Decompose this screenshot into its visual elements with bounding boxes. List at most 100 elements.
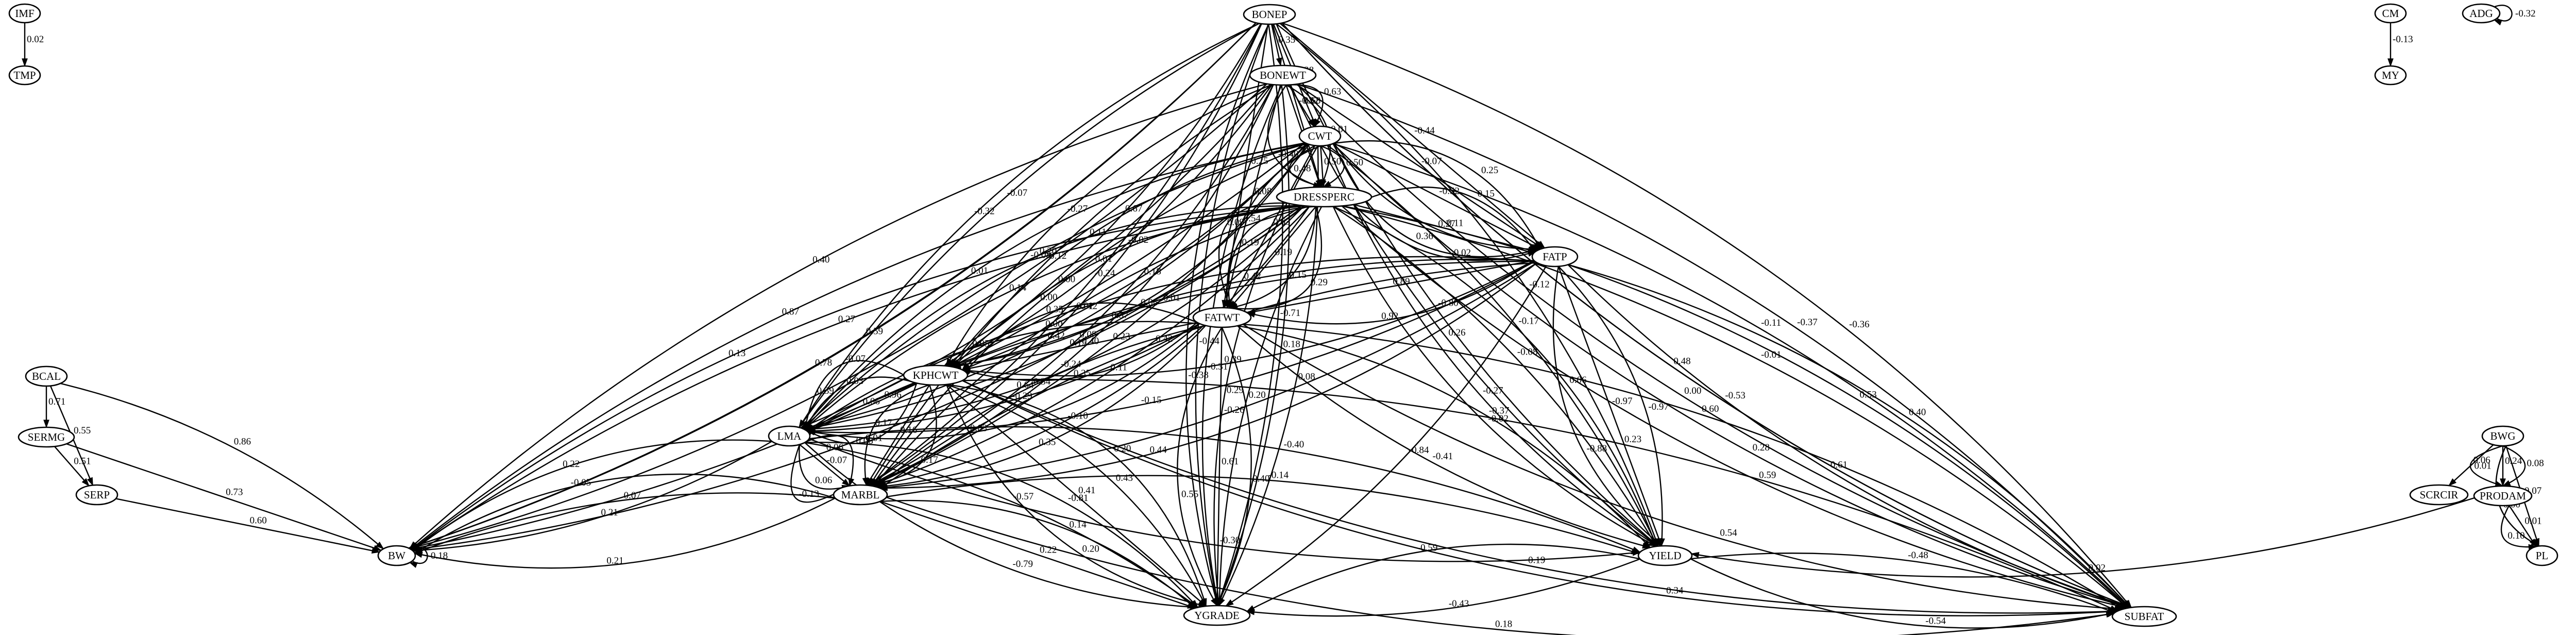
edge-line bbox=[60, 382, 384, 549]
edge-weight-label: 0.44 bbox=[1149, 444, 1167, 455]
node-label: BONEP bbox=[1252, 8, 1287, 21]
edge-weight-label: 0.00 bbox=[1684, 386, 1701, 396]
edge-weight-label: 0.54 bbox=[1720, 528, 1737, 539]
edge-weight-label: 0.60 bbox=[250, 515, 267, 526]
edge-weight-label: -0.07 bbox=[826, 455, 847, 466]
edge-line bbox=[879, 500, 1196, 609]
edge-weight-label: 0.03 bbox=[970, 423, 987, 434]
arrow-head bbox=[2387, 58, 2394, 67]
edge-weight-label: 0.39 bbox=[817, 386, 834, 396]
node-dressperc: DRESSPERC bbox=[1276, 186, 1372, 208]
edge-line bbox=[949, 143, 1308, 367]
edge-line bbox=[886, 475, 1639, 555]
edge-line bbox=[946, 383, 1207, 607]
edge-line bbox=[807, 323, 1200, 432]
node-subfat: SUBFAT bbox=[2111, 606, 2177, 627]
edge-weight-label: 0.18 bbox=[1144, 266, 1161, 277]
edge-weight-label: 0.01 bbox=[1163, 293, 1180, 304]
edge-weight-label: -0.71 bbox=[1280, 308, 1301, 319]
node-lma: LMA bbox=[768, 425, 811, 447]
edge-yield-ygrade: -0.59 bbox=[1246, 542, 1640, 612]
arrow-head bbox=[1659, 538, 1665, 547]
edge-weight-label: -0.54 bbox=[1925, 615, 1946, 626]
node-shape bbox=[1298, 125, 1342, 147]
edge-fatp-lma: -0.15 bbox=[807, 261, 1535, 435]
edge-fatp-subfat: 0.40 bbox=[1568, 264, 2131, 609]
edge-weight-label: -0.97 bbox=[1612, 396, 1633, 407]
edge-bonewt-bw: 0.40 bbox=[409, 83, 1267, 549]
edge-bwg-prodam: 0.08 bbox=[2502, 445, 2544, 487]
edge-weight-label: 0.24 bbox=[2505, 456, 2522, 466]
edge-line bbox=[1177, 327, 1223, 606]
edge-bcal-bw: 0.86 bbox=[60, 382, 384, 549]
edge-line bbox=[1276, 23, 1659, 547]
arrow-head bbox=[841, 478, 851, 487]
arrow-head bbox=[2107, 611, 2116, 617]
edge-line bbox=[879, 262, 1538, 489]
edge-marbl-bw: 0.21 bbox=[414, 497, 836, 569]
edge-line bbox=[1216, 327, 1223, 606]
edge-fatp-yield: -0.88 bbox=[1552, 266, 1663, 547]
edge-weight-label: -0.07 bbox=[1421, 156, 1442, 167]
arrow-head bbox=[2122, 600, 2131, 609]
edge-weight-label: -0.15 bbox=[1141, 395, 1162, 406]
edge-weight-label: 0.40 bbox=[1909, 407, 1926, 418]
edge-weight-label: -0.30 bbox=[1220, 535, 1241, 546]
arrow-head bbox=[2529, 539, 2537, 547]
edge-line bbox=[1334, 140, 1541, 250]
edge-weight-label: 0.17 bbox=[921, 455, 938, 465]
edge-weight-label: -0.57 bbox=[1013, 491, 1034, 502]
edge-line bbox=[790, 444, 850, 503]
edge-line bbox=[1237, 325, 1651, 548]
node-bonep: BONEP bbox=[1243, 4, 1296, 25]
edge-weight-label: -0.13 bbox=[2393, 34, 2413, 45]
edge-weight-label: 0.29 bbox=[1311, 277, 1328, 288]
edge-weight-label: 0.23 bbox=[1113, 331, 1130, 342]
edge-line bbox=[1230, 206, 1317, 309]
edge-kphcwt-subfat: 0.19 bbox=[962, 380, 2119, 615]
edge-line bbox=[944, 23, 1262, 366]
node-shape bbox=[903, 364, 969, 386]
edge-line bbox=[1342, 205, 2128, 609]
edge-weight-label: 0.73 bbox=[226, 487, 243, 497]
edge-weight-label: 0.86 bbox=[234, 437, 251, 447]
edge-line bbox=[1690, 558, 2115, 629]
node-shape bbox=[768, 425, 811, 447]
edge-weight-label: -0.32 bbox=[2515, 8, 2536, 19]
edge-line bbox=[799, 23, 1260, 428]
edge-weight-label: 0.42 bbox=[1156, 333, 1173, 344]
edge-weight-label: 0.63 bbox=[1324, 87, 1341, 97]
edge-cwt-subfat: 0.28 bbox=[1332, 143, 2130, 609]
arrow-head bbox=[1190, 599, 1199, 608]
edge-line bbox=[1333, 206, 1657, 547]
node-label: YIELD bbox=[1649, 549, 1682, 562]
edge-weight-label: 0.15 bbox=[1478, 188, 1495, 199]
edge-weight-label: 0.61 bbox=[1222, 456, 1239, 467]
edge-yield-subfat: -0.48 bbox=[1690, 550, 2116, 613]
edge-bwg-scrcir: 0.06 bbox=[2448, 444, 2494, 487]
edge-line bbox=[804, 442, 1198, 608]
arrow-head bbox=[414, 546, 423, 554]
arrow-head bbox=[2448, 478, 2457, 487]
edge-weight-label: -0.01 bbox=[1073, 301, 1094, 312]
edge-line bbox=[962, 322, 1198, 371]
edge-weight-label: 0.11 bbox=[1447, 218, 1464, 229]
edge-weight-label: 0.34 bbox=[1033, 376, 1051, 387]
node-ygrade: YGRADE bbox=[1183, 605, 1251, 626]
edge-yield-ygrade: -0.43 bbox=[1246, 558, 1640, 617]
edge-weight-label: -0.97 bbox=[1648, 402, 1669, 412]
edge-weight-label: 0.01 bbox=[2524, 515, 2541, 526]
edge-line bbox=[1557, 266, 1663, 546]
edge-line bbox=[804, 376, 917, 430]
edge-line bbox=[962, 378, 2118, 612]
edge-line bbox=[871, 144, 1310, 487]
arrow-head bbox=[949, 358, 957, 367]
edge-line bbox=[2502, 445, 2526, 487]
edge-line bbox=[1229, 206, 1317, 309]
edge-weight-label: 0.59 bbox=[866, 326, 883, 337]
edge-weight-label: 0.27 bbox=[1438, 219, 1455, 229]
edge-lma-ygrade: -0.81 bbox=[804, 441, 1199, 608]
node-label: MY bbox=[2382, 69, 2399, 81]
edge-weight-label: -0.53 bbox=[1725, 390, 1745, 401]
